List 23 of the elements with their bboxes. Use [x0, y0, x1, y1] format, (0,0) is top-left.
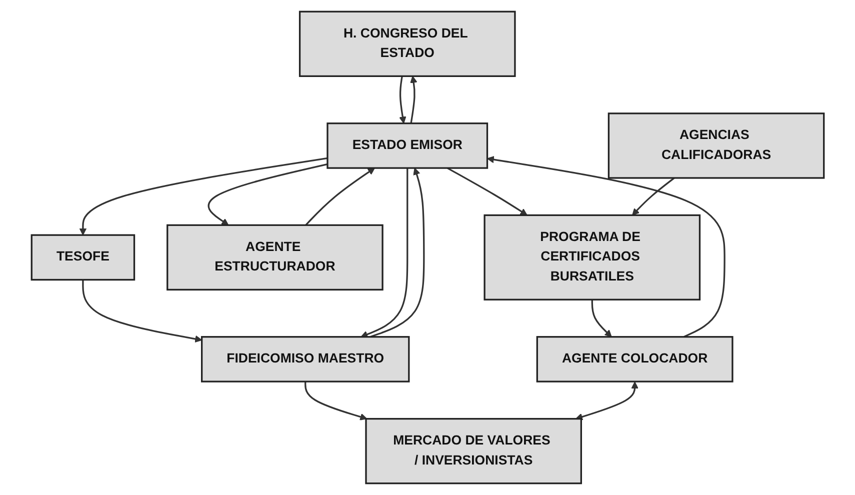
- arrow: [360, 168, 408, 338]
- node-box: PROGRAMA DE CERTIFICADOS BURSATILES: [483, 214, 700, 300]
- arrow: [446, 167, 528, 216]
- node-box: AGENTE COLOCADOR: [536, 336, 734, 382]
- arrow: [370, 168, 424, 338]
- arrow: [410, 76, 418, 124]
- node-box: TESOFE: [30, 234, 135, 281]
- arrow: [304, 382, 367, 420]
- node-box: ESTADO EMISOR: [326, 122, 488, 169]
- arrow: [304, 168, 375, 226]
- arrow: [398, 76, 406, 124]
- arrow: [82, 280, 202, 343]
- node-box: H. CONGRESO DEL ESTADO: [298, 10, 516, 78]
- arrow: [208, 163, 328, 226]
- node-box: AGENCIAS CALIFICADORAS: [608, 112, 824, 179]
- node-box: MERCADO DE VALORES / INVERSIONISTAS: [364, 418, 582, 484]
- node-box: AGENTE ESTRUCTURADOR: [166, 224, 384, 291]
- arrow: [79, 157, 328, 236]
- arrow: [575, 382, 638, 420]
- arrow: [486, 156, 726, 338]
- arrow: [591, 300, 612, 338]
- arrow: [632, 177, 675, 216]
- node-box: FIDEICOMISO MAESTRO: [200, 336, 410, 382]
